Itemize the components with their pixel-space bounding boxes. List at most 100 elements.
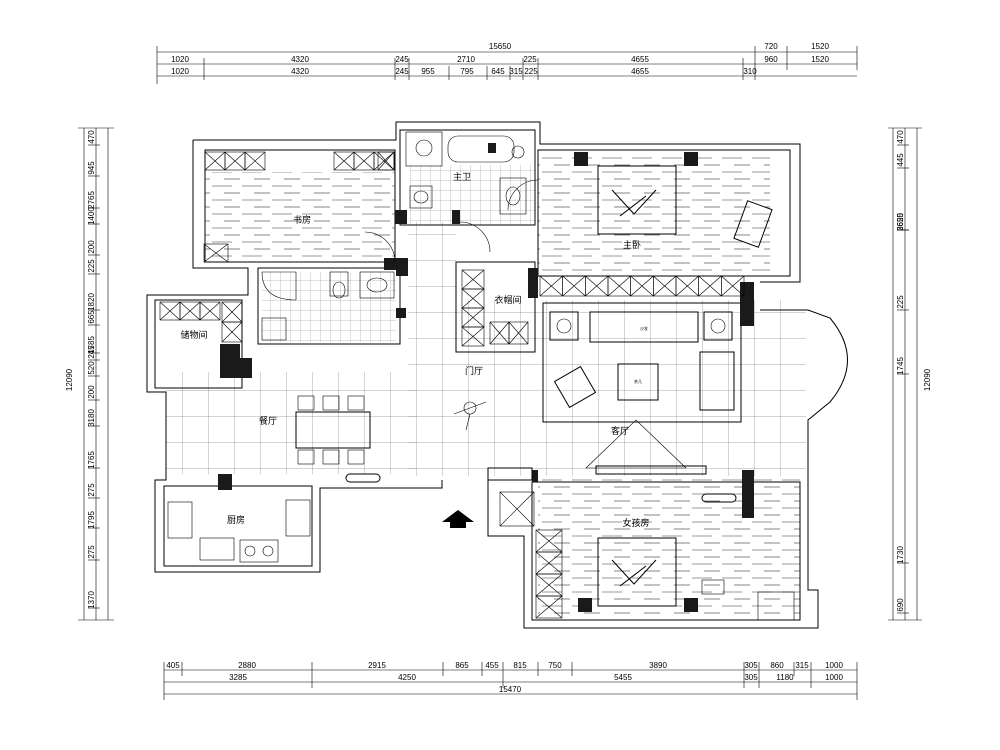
dim-top-r2-8: 225 xyxy=(524,67,538,76)
dim-top-r2-5: 795 xyxy=(460,67,474,76)
dim-right-dims-3: 2625 xyxy=(896,213,905,231)
wall-blocks xyxy=(218,210,754,518)
master-bed xyxy=(574,152,773,248)
cabinets xyxy=(159,151,745,619)
dim-top-r2-4: 955 xyxy=(421,67,435,76)
dim-left-dims-9: 1785 xyxy=(87,336,96,354)
bath2-fixtures xyxy=(261,271,395,341)
kitchen-fixtures xyxy=(167,499,311,563)
dim-right-dims-8: 690 xyxy=(896,598,905,612)
room-label-girls-room: 女孩房 xyxy=(622,517,649,529)
corridor-floor xyxy=(408,222,456,476)
dim-bot-r1-11: 315 xyxy=(795,661,809,670)
bottom-dimension-lines xyxy=(163,662,858,700)
dim-right-dims-4: 3650 xyxy=(896,213,905,231)
room-label-study: 书房 xyxy=(293,214,311,226)
dim-left-dims-4: 1400 xyxy=(87,207,96,225)
dim-bot-r1-6: 815 xyxy=(513,661,527,670)
dim-bot-r2-5: 1180 xyxy=(776,673,794,682)
dim-left-total: 12090 xyxy=(65,368,74,391)
dim-top-r2-10: 310 xyxy=(743,67,757,76)
left-dimension-lines xyxy=(78,127,114,621)
dim-left-dims-11: 520 xyxy=(87,361,96,375)
dim-bot-r1-12: 1000 xyxy=(825,661,843,670)
dim-bot-r1-2: 2880 xyxy=(238,661,256,670)
dim-bot-r2-3: 5455 xyxy=(614,673,632,682)
master-bath-fixtures xyxy=(405,131,527,215)
room-label-cloakroom: 衣帽间 xyxy=(494,294,521,306)
dim-top-right-b-1: 960 xyxy=(764,55,778,64)
dim-left-dims-8: 665 xyxy=(87,310,96,324)
dim-left-dims-3: 2765 xyxy=(87,191,96,209)
dim-left-dims-6: 225 xyxy=(87,259,96,273)
dim-left-dims-17: 275 xyxy=(87,545,96,559)
doors xyxy=(364,179,539,263)
dim-left-dims-5: 200 xyxy=(87,240,96,254)
dim-left-dims-12: 200 xyxy=(87,385,96,399)
dim-top-r1-2: 4320 xyxy=(291,55,309,64)
dim-bot-r1-1: 405 xyxy=(166,661,180,670)
dim-left-dims-18: 1370 xyxy=(87,591,96,609)
top-dimension-lines xyxy=(156,46,858,84)
room-label-entrance: 门厅 xyxy=(465,365,483,377)
dim-left-dims-13: 3180 xyxy=(87,409,96,427)
dim-bot-r1-10: 860 xyxy=(770,661,784,670)
dim-top-right-a-1: 720 xyxy=(764,42,778,51)
master-bedroom-floor xyxy=(538,152,770,274)
dim-top-r1-5: 225 xyxy=(523,55,537,64)
dim-left-dims-10: 245 xyxy=(87,345,96,359)
room-label-dining: 餐厅 xyxy=(259,415,277,427)
dim-top-r2-6: 645 xyxy=(491,67,505,76)
dim-bot-r2-2: 4250 xyxy=(398,673,416,682)
living-floor xyxy=(456,300,806,476)
room-label-master-bedroom: 主卧 xyxy=(623,239,641,251)
dim-bot-r2-6: 1000 xyxy=(825,673,843,682)
furniture-label-tea-table: 茶几 xyxy=(634,378,642,384)
dim-top-r2-1: 1020 xyxy=(171,67,189,76)
dim-bot-total: 15470 xyxy=(499,685,522,694)
entrance-arrow-icon xyxy=(442,510,474,528)
dim-bot-r2-1: 3285 xyxy=(229,673,247,682)
room-label-master-bath: 主卫 xyxy=(453,171,471,183)
study-floor xyxy=(205,172,395,262)
dim-right-dims-5: 225 xyxy=(896,295,905,309)
dim-bot-r1-4: 865 xyxy=(455,661,469,670)
dim-right-dims-1: 470 xyxy=(896,130,905,144)
dim-top-r1-3: 245 xyxy=(395,55,409,64)
dim-bot-r1-7: 750 xyxy=(548,661,562,670)
room-label-storage: 储物间 xyxy=(180,329,207,341)
dim-top-r1-6: 4655 xyxy=(631,55,649,64)
dim-bot-r1-5: 455 xyxy=(485,661,499,670)
dim-top-r1-4: 2710 xyxy=(457,55,475,64)
dim-left-dims-14: 1765 xyxy=(87,451,96,469)
dim-left-dims-2: 945 xyxy=(87,161,96,175)
dim-right-dims-6: 1745 xyxy=(896,357,905,375)
dim-top-r2-3: 245 xyxy=(395,67,409,76)
dim-left-dims-15: 275 xyxy=(87,483,96,497)
dining-table xyxy=(295,395,371,465)
dim-right-dims-7: 1730 xyxy=(896,546,905,564)
dining-floor xyxy=(166,372,416,474)
dim-left-dims-1: 470 xyxy=(87,130,96,144)
bath2-floor xyxy=(262,272,396,342)
dim-top-total: 15650 xyxy=(489,42,512,51)
dim-top-r1-1: 1020 xyxy=(171,55,189,64)
room-label-living: 客厅 xyxy=(611,425,629,437)
girls-bed xyxy=(578,537,795,621)
radiators xyxy=(345,467,737,503)
furniture-label-sofa: 沙发 xyxy=(640,325,648,331)
dim-top-r2-2: 4320 xyxy=(291,67,309,76)
dim-bot-r1-9: 305 xyxy=(744,661,758,670)
dim-top-r2-9: 4655 xyxy=(631,67,649,76)
master-bath-floor xyxy=(410,165,535,225)
dim-right-dims-2: 445 xyxy=(896,153,905,167)
dim-left-dims-16: 1795 xyxy=(87,511,96,529)
dim-right-total: 12090 xyxy=(923,368,932,391)
dim-bot-r1-3: 2915 xyxy=(368,661,386,670)
dim-top-right-a-2: 1520 xyxy=(811,42,829,51)
dim-bot-r2-4: 305 xyxy=(744,673,758,682)
walls xyxy=(146,121,848,629)
dim-top-right-b-2: 1520 xyxy=(811,55,829,64)
